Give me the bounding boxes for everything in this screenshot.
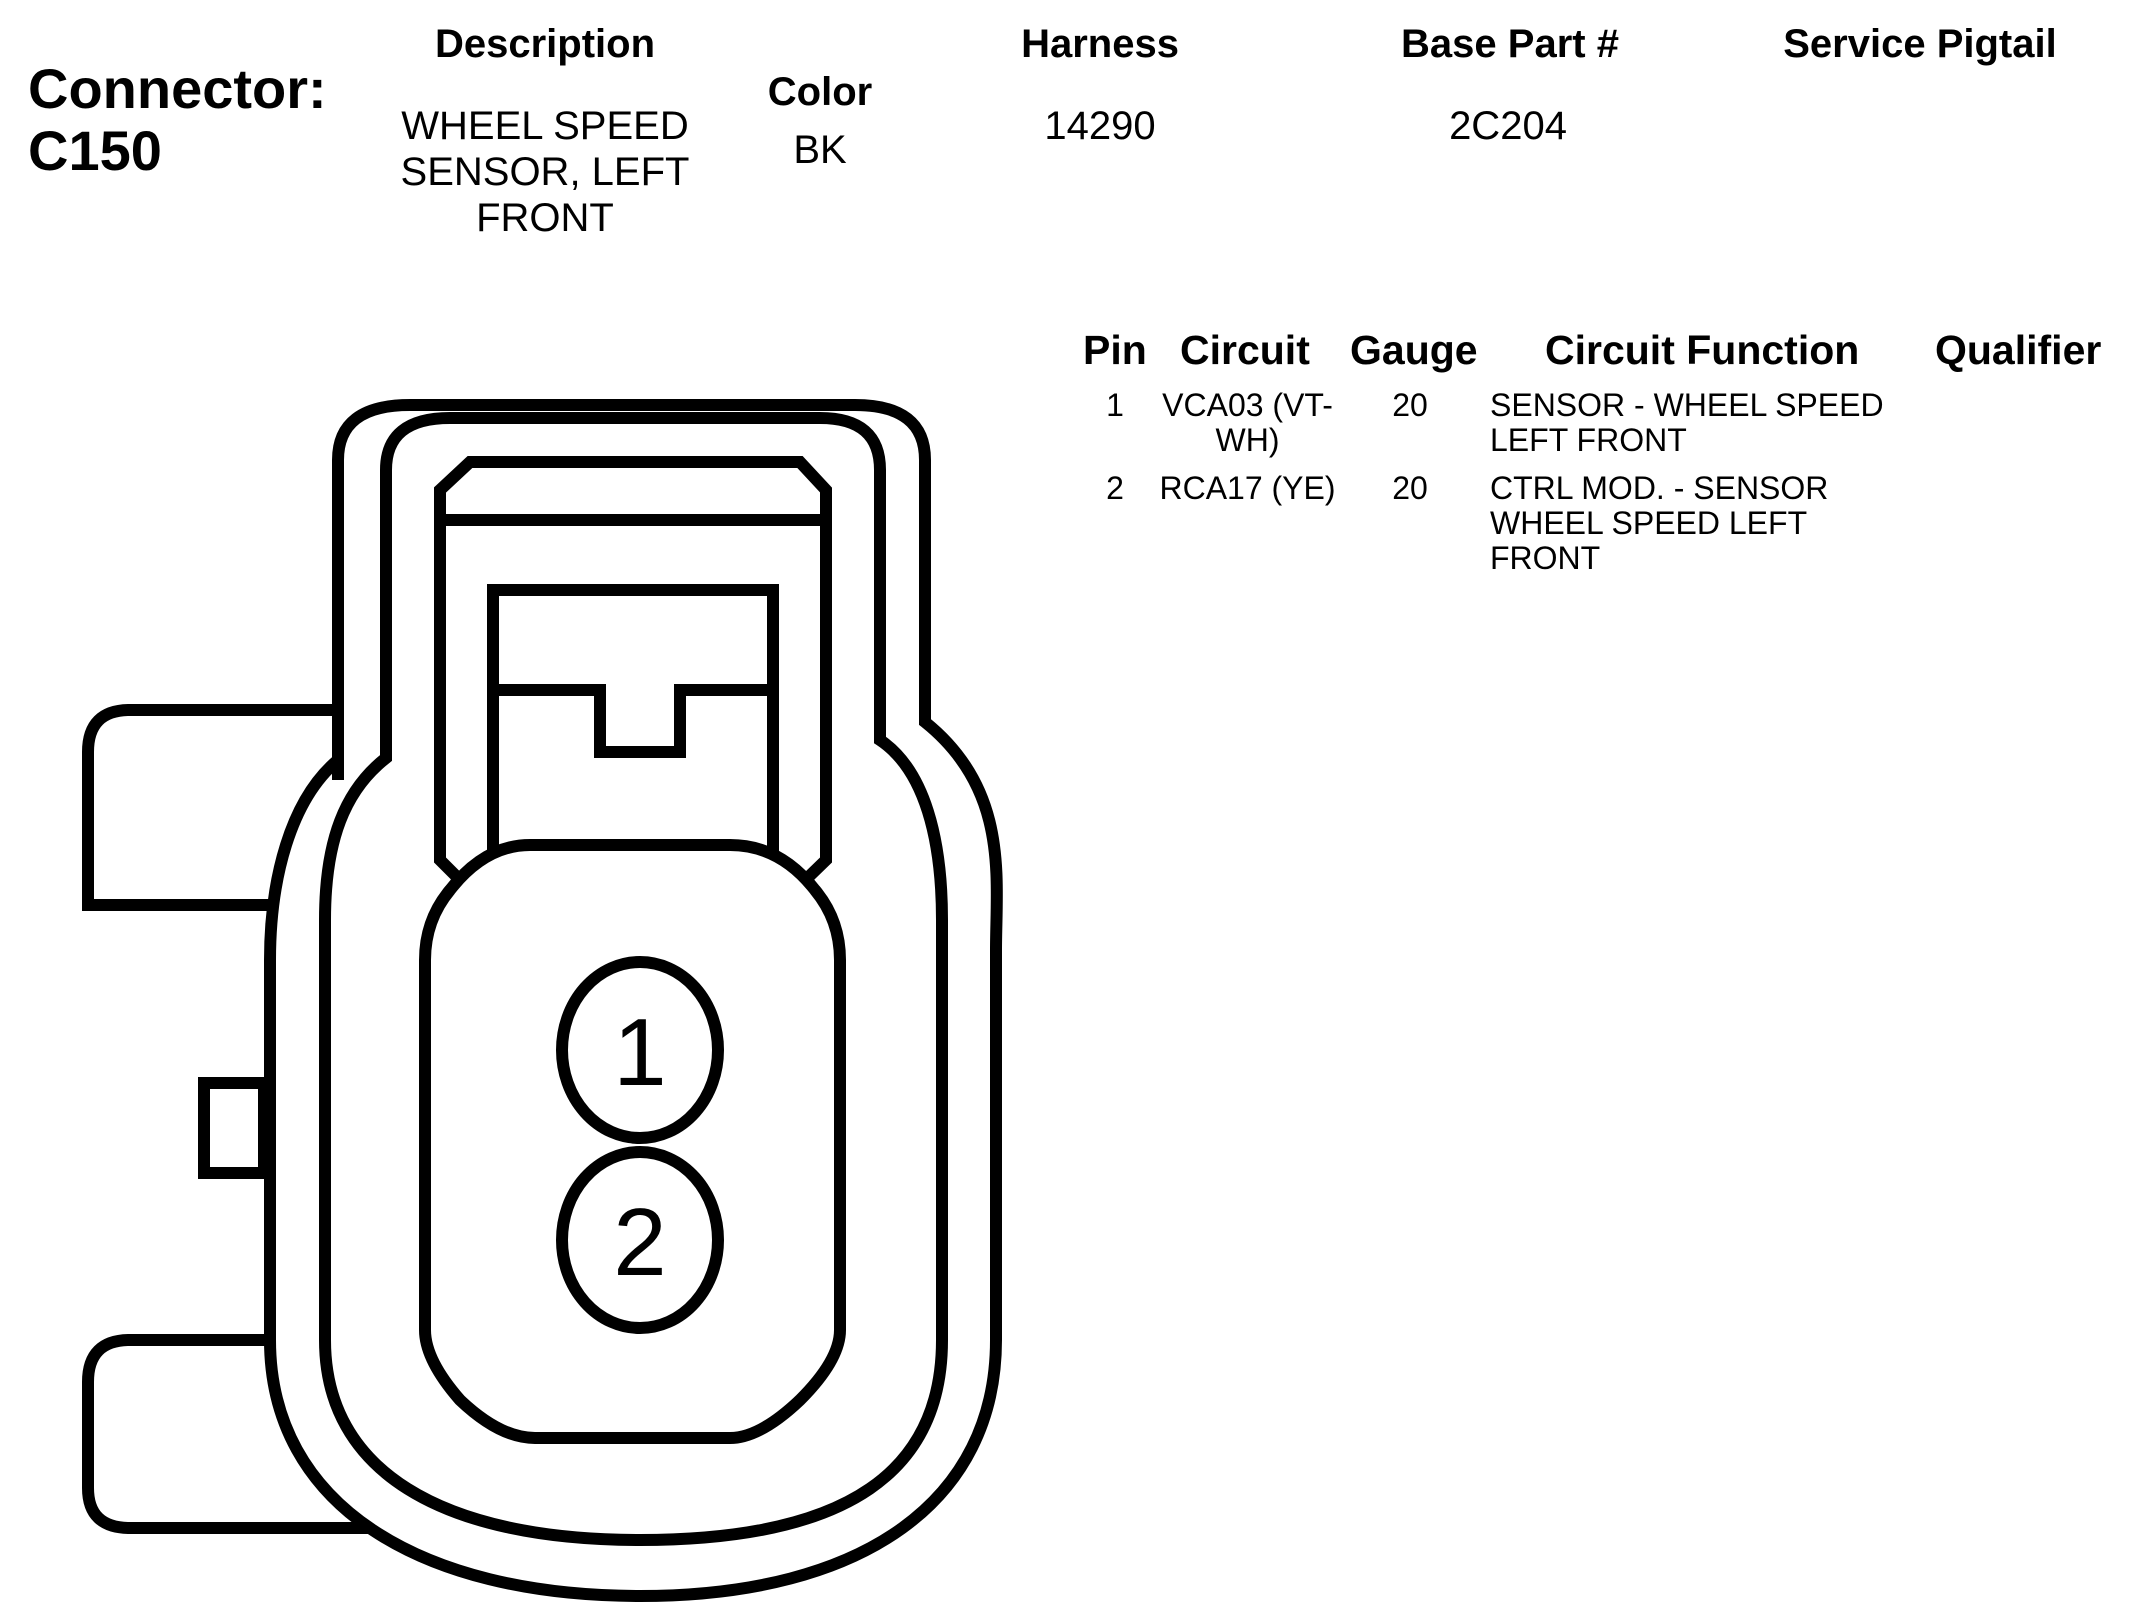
col-header-circuit: Circuit — [1180, 327, 1310, 373]
function-line: LEFT FRONT — [1490, 422, 1687, 458]
color-block: Color BK — [740, 70, 900, 173]
latch-window — [487, 584, 779, 870]
latch-notch — [493, 684, 773, 758]
circuit-id: RCA17 (YE) — [1150, 471, 1345, 506]
upper-mounting-tab — [82, 704, 338, 911]
lower-mounting-tab — [82, 1334, 390, 1534]
description-header: Description — [434, 22, 656, 66]
function-line: SENSOR - WHEEL SPEED — [1490, 387, 1884, 423]
gauge: 20 — [1392, 470, 1428, 506]
service-pigtail-header: Service Pigtail — [1783, 22, 2057, 66]
inner-shell-ring — [319, 412, 948, 1547]
pin-2-label: 2 — [613, 1189, 666, 1296]
connector-id: C150 — [28, 119, 162, 182]
base-part-header: Base Part # — [1401, 22, 1619, 66]
pin-1-label: 1 — [613, 999, 666, 1106]
description-block: Description WHEEL SPEED SENSOR, LEFT FRO… — [380, 22, 710, 241]
function-line: FRONT — [1490, 540, 1601, 576]
description-line: WHEEL SPEED — [401, 104, 689, 148]
service-pigtail-block: Service Pigtail — [1740, 22, 2100, 103]
color-header: Color — [767, 70, 873, 114]
function-line: CTRL MOD. - SENSOR — [1490, 470, 1829, 506]
pin-2-cavity — [556, 1146, 724, 1334]
description-value: WHEEL SPEED SENSOR, LEFT FRONT — [380, 103, 710, 241]
circuit-line: VCA03 (VT- — [1162, 387, 1333, 423]
circuit-line: WH) — [1215, 422, 1280, 458]
circuit-id: VCA03 (VT- WH) — [1160, 388, 1335, 458]
pin-1-cavity — [556, 956, 724, 1144]
circuit-line: RCA17 (YE) — [1159, 470, 1336, 506]
connector-title: Connector: C150 — [28, 58, 327, 182]
description-line: SENSOR, LEFT — [400, 150, 690, 194]
gauge: 20 — [1392, 387, 1428, 423]
description-line: FRONT — [476, 196, 614, 240]
col-header-pin: Pin — [1083, 327, 1147, 373]
pin-number: 1 — [1106, 387, 1124, 423]
circuit-function: CTRL MOD. - SENSOR WHEEL SPEED LEFT FRON… — [1490, 471, 1890, 576]
col-header-qualifier: Qualifier — [1935, 327, 2102, 373]
side-key — [198, 1077, 270, 1179]
harness-block: Harness 14290 — [960, 22, 1240, 149]
base-part-block: Base Part # 2C204 — [1350, 22, 1670, 149]
circuit-function: SENSOR - WHEEL SPEED LEFT FRONT — [1490, 388, 1890, 458]
col-header-gauge: Gauge — [1350, 327, 1478, 373]
color-value: BK — [793, 128, 847, 172]
pin-number: 2 — [1106, 470, 1124, 506]
function-line: WHEEL SPEED LEFT — [1490, 505, 1808, 541]
harness-value: 14290 — [1044, 104, 1156, 148]
base-part-value: 2C204 — [1449, 104, 1567, 148]
col-header-circuit-function: Circuit Function — [1545, 327, 1860, 373]
harness-header: Harness — [1021, 22, 1179, 66]
connector-label: Connector: — [28, 57, 327, 120]
